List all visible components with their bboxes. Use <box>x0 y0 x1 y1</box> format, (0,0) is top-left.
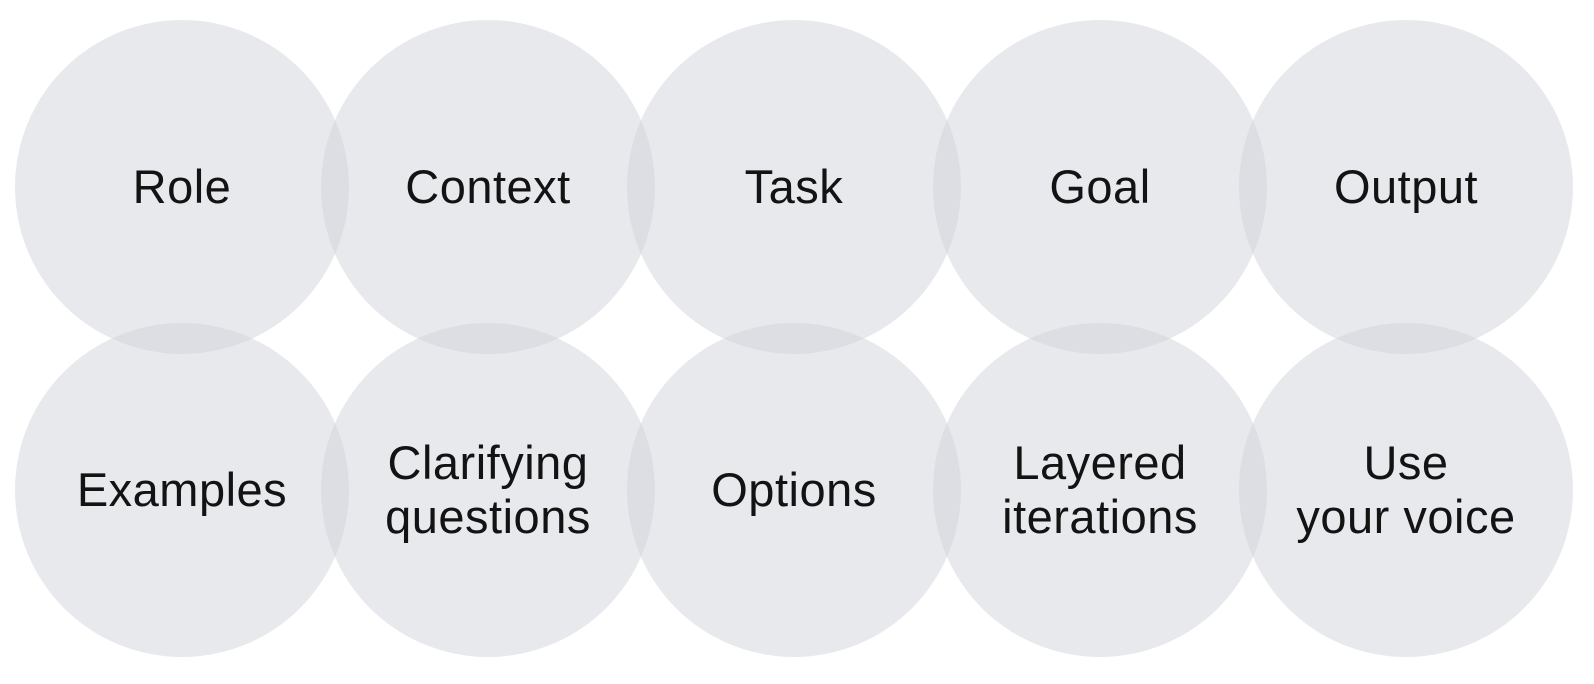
circle-goal: Goal <box>933 20 1267 354</box>
circle-label: Output <box>1333 160 1479 213</box>
circle-label: Use your voice <box>1296 436 1516 543</box>
circle-role: Role <box>15 20 349 354</box>
circle-output: Output <box>1239 20 1573 354</box>
circle-examples: Examples <box>15 323 349 657</box>
circle-label: Options <box>711 463 877 516</box>
circle-label: Context <box>405 160 571 213</box>
circle-label: Task <box>744 160 844 213</box>
circle-label: Role <box>132 160 232 213</box>
circle-layered-iterations: Layered iterations <box>933 323 1267 657</box>
circle-context: Context <box>321 20 655 354</box>
circle-label: Examples <box>76 463 288 516</box>
circle-label: Layered iterations <box>1002 436 1198 543</box>
circle-options: Options <box>627 323 961 657</box>
circle-task: Task <box>627 20 961 354</box>
circle-label: Goal <box>1049 160 1151 213</box>
circle-clarifying-questions: Clarifying questions <box>321 323 655 657</box>
circle-use-your-voice: Use your voice <box>1239 323 1573 657</box>
circle-label: Clarifying questions <box>385 436 591 543</box>
